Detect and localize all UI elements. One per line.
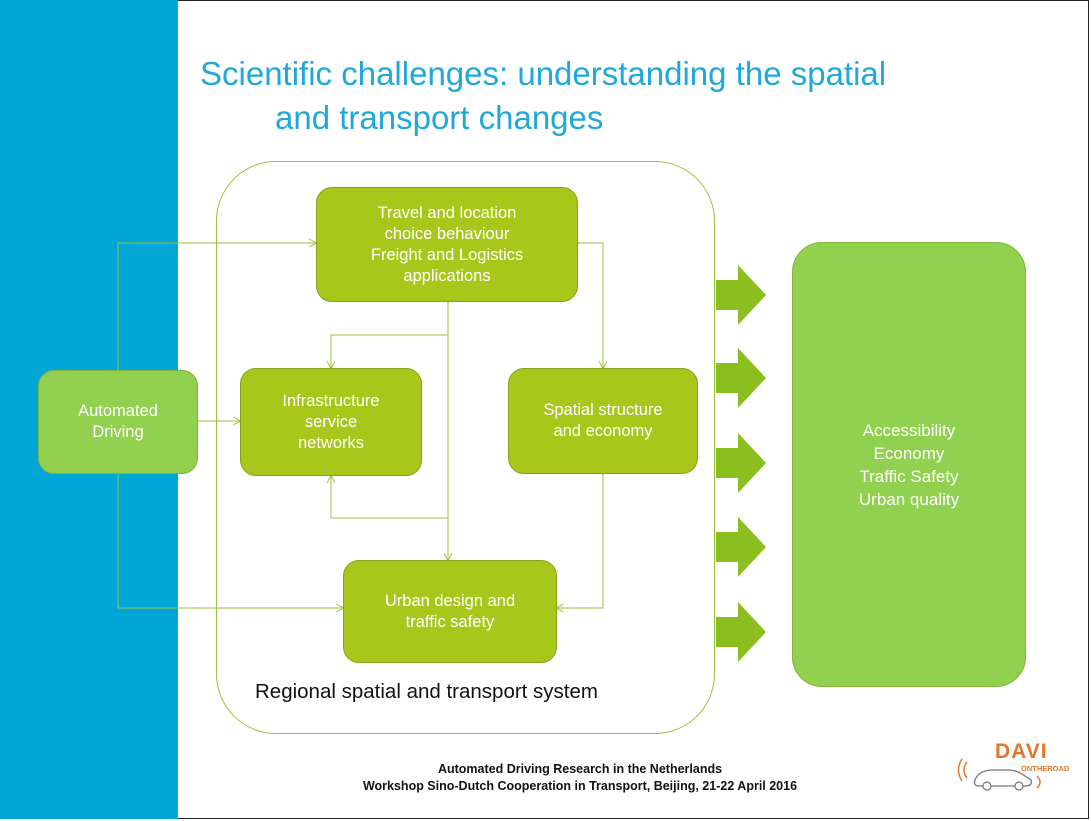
outcome-item: Economy: [873, 443, 945, 463]
output-arrows: [716, 265, 766, 662]
outcomes-box: Accessibility Economy Traffic Safety Urb…: [792, 242, 1026, 687]
node-travel-behaviour-label: Travel and location choice behaviour Fre…: [370, 203, 524, 285]
output-arrow-5: [716, 602, 766, 662]
system-label: Regional spatial and transport system: [255, 680, 598, 703]
connector-infra-bottom: [331, 476, 448, 519]
node-infrastructure: Infrastructure service networks: [240, 368, 422, 476]
slide-title: Scientific challenges: understanding the…: [200, 52, 1060, 140]
footer: Automated Driving Research in the Nether…: [215, 761, 945, 795]
output-arrow-4: [716, 517, 766, 577]
footer-line-2: Workshop Sino-Dutch Cooperation in Trans…: [362, 779, 798, 793]
node-travel-behaviour: Travel and location choice behaviour Fre…: [316, 187, 578, 302]
davi-car-icon: [957, 758, 1041, 791]
node-spatial-structure: Spatial structure and economy: [508, 368, 698, 474]
outcome-item: Traffic Safety: [859, 466, 959, 486]
output-arrow-3: [716, 433, 766, 493]
flame-icon: [33, 738, 48, 753]
outcomes-list: Accessibility Economy Traffic Safety Urb…: [859, 419, 959, 511]
node-automated-driving: Automated Driving: [38, 370, 198, 474]
logo-delft: Delft: [61, 748, 113, 776]
connector-ad-travel: [117, 243, 316, 370]
connector-infra-top: [331, 334, 448, 368]
tudelft-logo: TUDelft: [28, 738, 113, 777]
connector-spatial-urban: [557, 474, 603, 608]
node-urban-design: Urban design and traffic safety: [343, 560, 557, 663]
outcome-item: Accessibility: [862, 420, 956, 440]
node-spatial-structure-label: Spatial structure and economy: [543, 401, 663, 440]
node-automated-driving-label: Automated Driving: [78, 402, 158, 441]
davi-sub-text: ONTHEROAD: [1021, 764, 1070, 773]
davi-main-text: DAVI: [995, 740, 1048, 763]
connector-ad-urban: [117, 473, 343, 608]
logo-tu: TU: [28, 748, 62, 776]
node-infrastructure-label: Infrastructure service networks: [282, 391, 380, 452]
outcome-item: Urban quality: [858, 489, 960, 509]
davi-logo: DAVI ONTHEROAD: [955, 740, 1071, 792]
connector-travel-spatial: [578, 243, 603, 368]
title-line-1: Scientific challenges: understanding the…: [200, 55, 887, 92]
footer-line-1: Automated Driving Research in the Nether…: [437, 762, 723, 776]
output-arrow-2: [716, 348, 766, 408]
node-urban-design-label: Urban design and traffic safety: [384, 591, 516, 631]
output-arrow-1: [716, 265, 766, 325]
title-line-2: and transport changes: [275, 99, 604, 136]
